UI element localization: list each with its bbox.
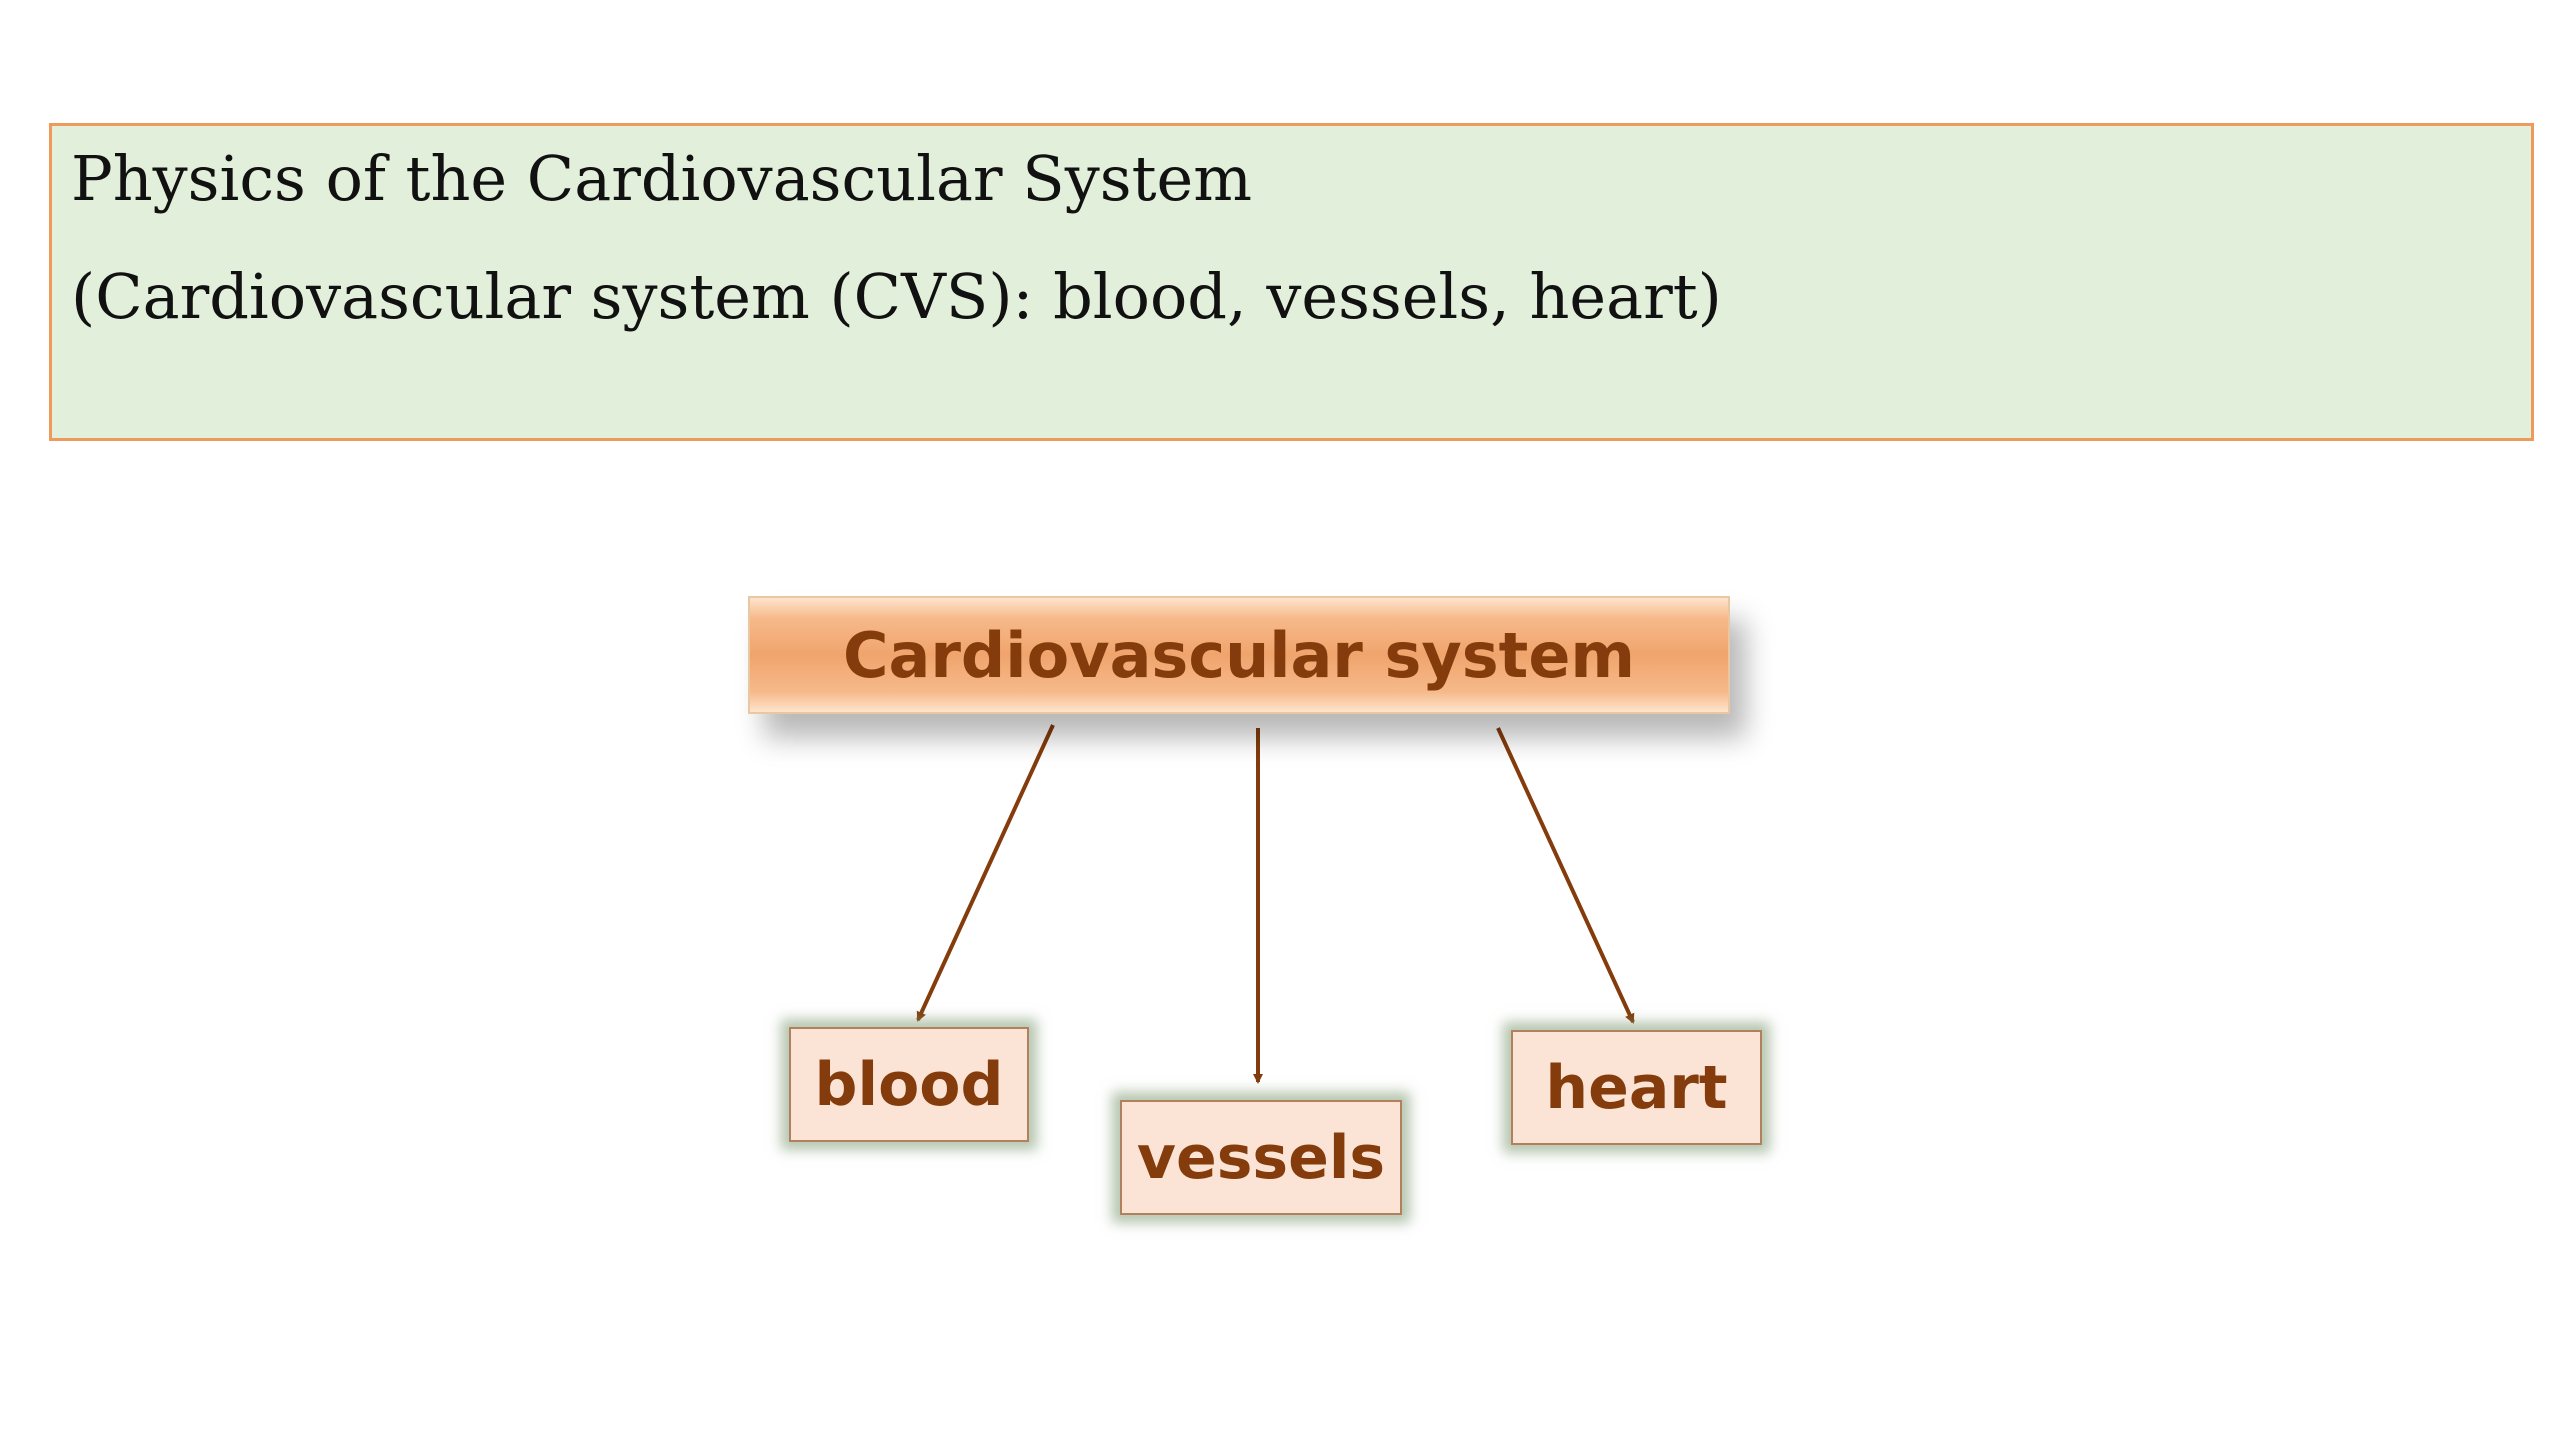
node-label: Cardiovascular system (843, 618, 1635, 692)
node-vessels: vessels (1120, 1100, 1402, 1215)
node-label: vessels (1136, 1122, 1386, 1193)
node-cardiovascular-system: Cardiovascular system (748, 596, 1730, 714)
connector-to-blood (916, 724, 1055, 1022)
node-blood: blood (789, 1027, 1029, 1142)
node-heart: heart (1511, 1030, 1762, 1145)
title-box: Physics of the Cardiovascular System (Ca… (49, 123, 2534, 441)
slide-subtitle: (Cardiovascular system (CVS): blood, ves… (71, 260, 1722, 333)
node-label: heart (1545, 1052, 1728, 1123)
connector-to-heart (1496, 727, 1635, 1024)
slide-title: Physics of the Cardiovascular System (71, 142, 1252, 215)
node-label: blood (814, 1049, 1004, 1120)
